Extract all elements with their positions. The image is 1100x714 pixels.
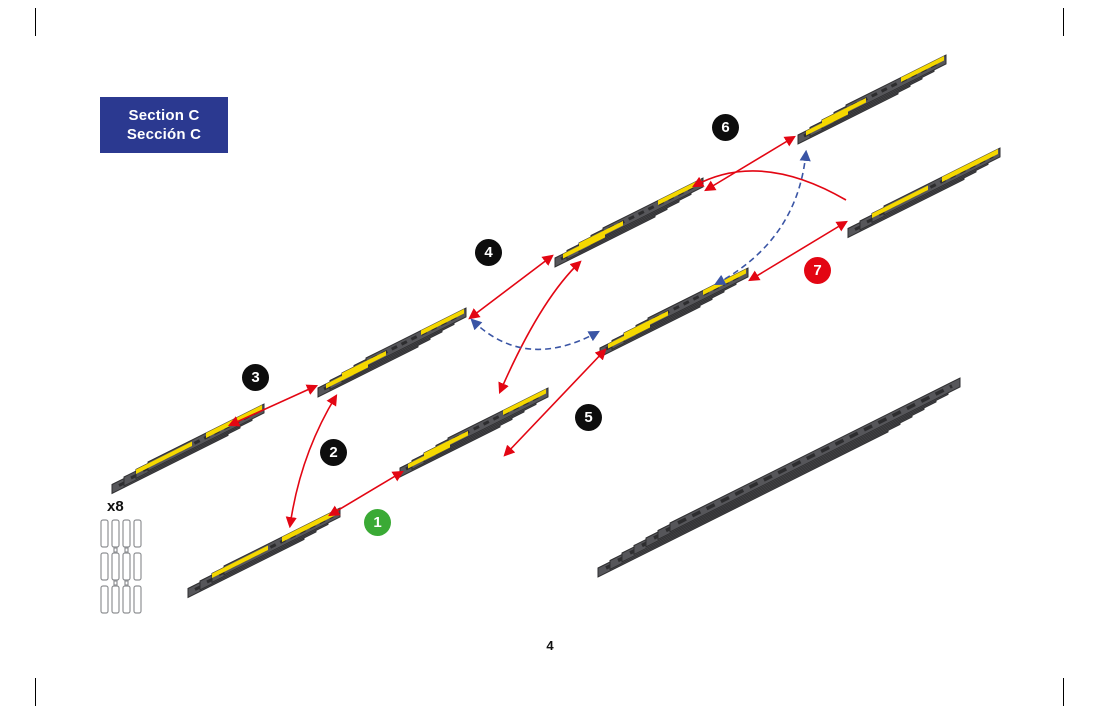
red-arrows (227, 135, 848, 529)
crop-mark (35, 8, 36, 36)
section-label: Section C Sección C (100, 97, 228, 153)
blue-arrows (470, 149, 811, 351)
red-arrow (227, 384, 319, 427)
crop-mark (1063, 8, 1064, 36)
blue-dashed-arrow (470, 318, 600, 351)
step-marker-2: 2 (320, 439, 347, 466)
red-arrow (503, 348, 607, 457)
crop-mark (1063, 678, 1064, 706)
red-arrow (692, 170, 847, 201)
step-marker-5: 5 (575, 404, 602, 431)
step-marker-1: 1 (364, 509, 391, 536)
piece-final-assembly (598, 378, 960, 577)
section-label-es: Sección C (126, 126, 202, 143)
step-marker-3: 3 (242, 364, 269, 391)
red-arrow (468, 254, 554, 320)
piece-step3-right (318, 308, 466, 397)
red-arrow (285, 394, 338, 529)
red-arrow (498, 260, 582, 395)
section-label-en: Section C (128, 106, 200, 124)
page-number: 4 (546, 638, 554, 653)
step-marker-4: 4 (475, 239, 502, 266)
red-arrow (328, 470, 404, 517)
piece-step5-right (600, 268, 748, 357)
piece-step7-right (848, 148, 1000, 238)
crop-mark (35, 678, 36, 706)
piece-step1 (188, 508, 340, 598)
piece-step4-top (555, 178, 703, 267)
piece-step6-top (798, 55, 946, 144)
parts-outline (100, 519, 142, 614)
blue-dashed-arrow (714, 149, 811, 286)
parts-count-label: x8 (107, 498, 124, 515)
piece-step3-left (112, 404, 264, 494)
step-marker-6: 6 (712, 114, 739, 141)
red-arrow (704, 135, 796, 192)
red-arrow (748, 220, 848, 282)
step-marker-7: 7 (804, 257, 831, 284)
